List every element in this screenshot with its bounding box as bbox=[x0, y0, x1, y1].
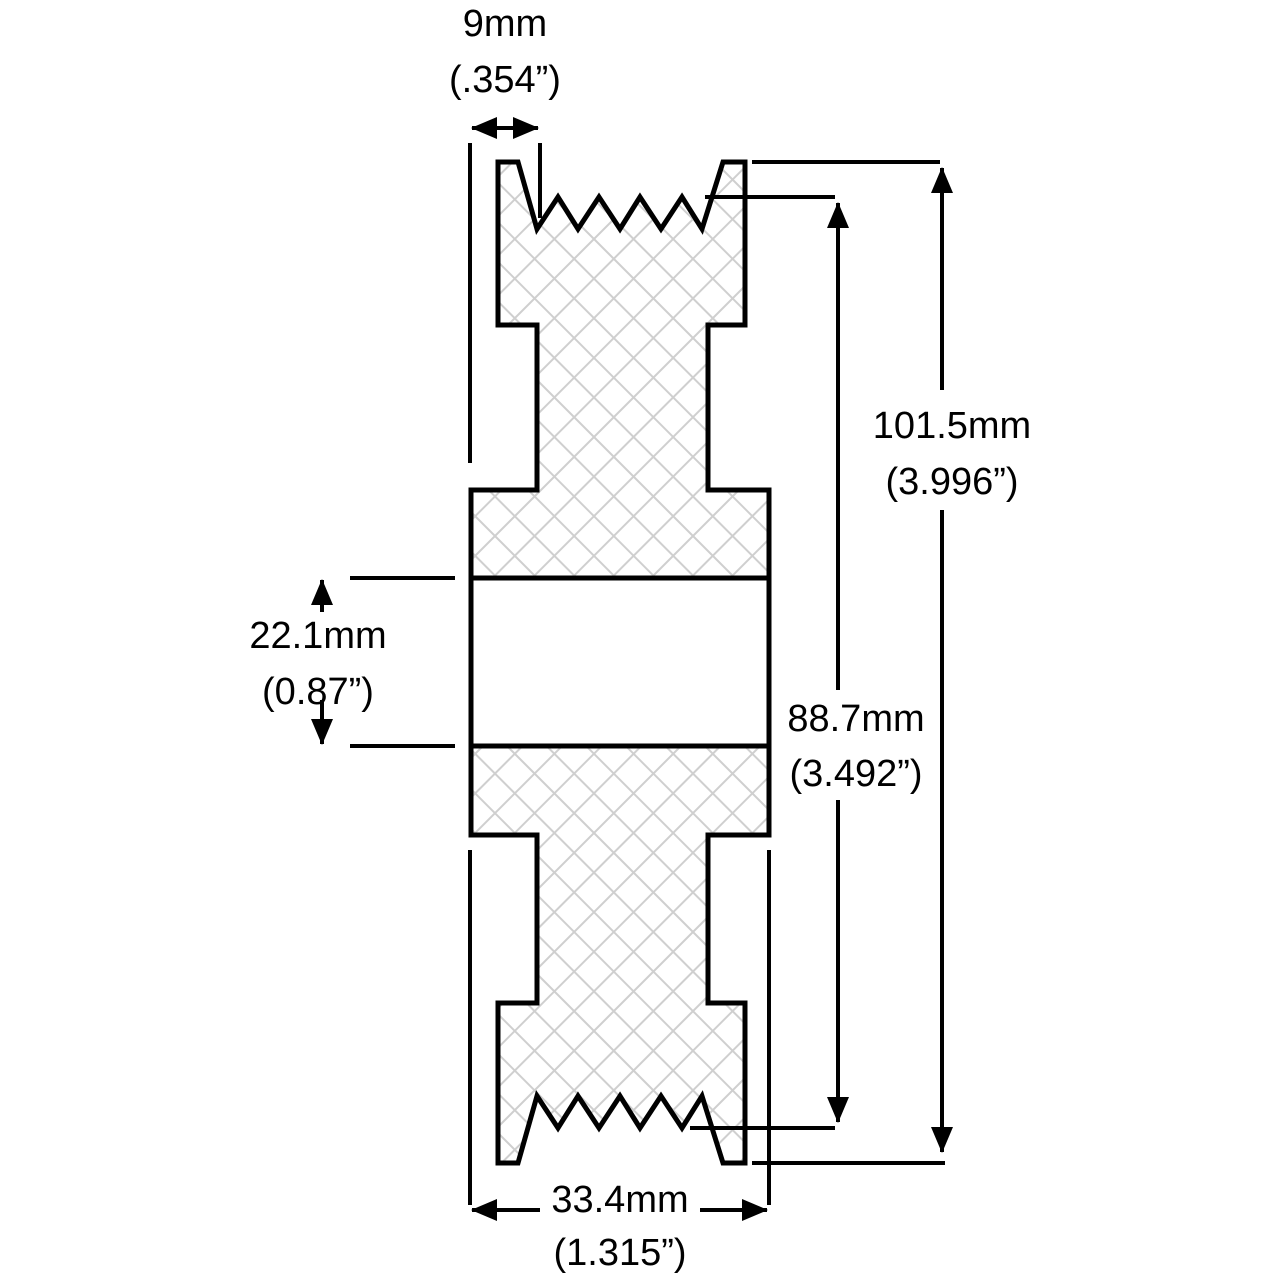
effective-diameter-metric: 88.7mm bbox=[787, 698, 924, 740]
overall-width-metric: 33.4mm bbox=[551, 1179, 688, 1221]
outer-diameter-imperial: (3.996”) bbox=[885, 461, 1018, 503]
outer-diameter-metric: 101.5mm bbox=[873, 405, 1031, 447]
bore-diameter-imperial: (0.87”) bbox=[262, 671, 374, 713]
groove-pitch-metric: 9mm bbox=[463, 3, 547, 45]
bore bbox=[468, 575, 772, 749]
overall-width-imperial: (1.315”) bbox=[553, 1232, 686, 1274]
groove-pitch-imperial: (.354”) bbox=[449, 59, 561, 101]
bore-diameter-metric: 22.1mm bbox=[249, 615, 386, 657]
dimension-lines bbox=[311, 117, 953, 1221]
effective-diameter-imperial: (3.492”) bbox=[789, 753, 922, 795]
